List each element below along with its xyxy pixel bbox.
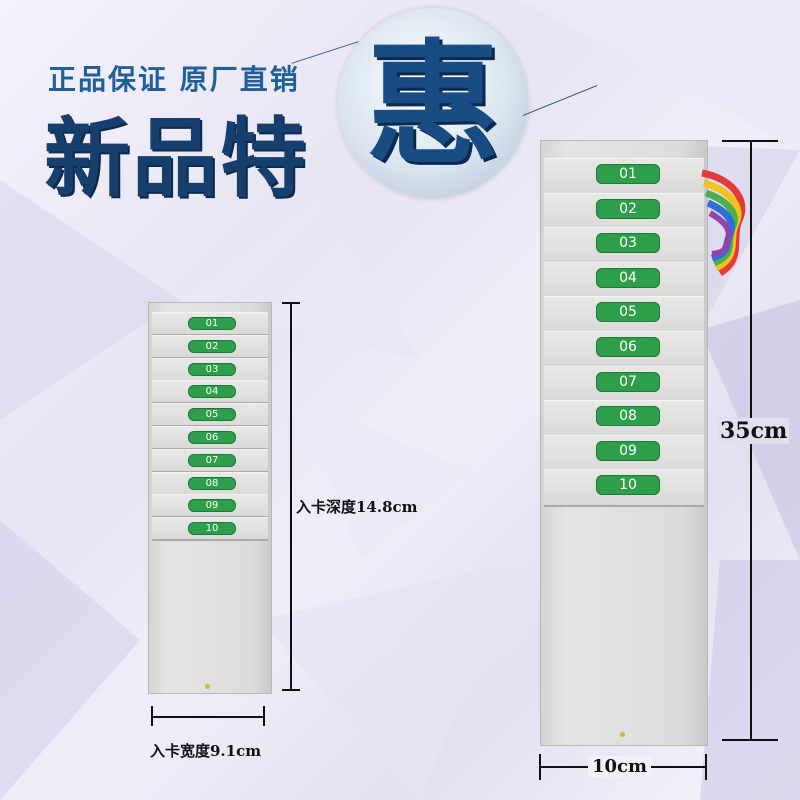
promo-title: 新品特 [44, 109, 308, 209]
slot-number-tag: 02 [188, 339, 236, 353]
slot-number-tag: 09 [596, 440, 660, 461]
slot-number-tag: 03 [188, 362, 236, 376]
card-slot [152, 357, 268, 382]
slot-number-tag: 02 [596, 198, 660, 219]
slot-number-tag: 09 [188, 499, 236, 513]
large-width-cap-left [539, 754, 541, 780]
ribbons-decoration [701, 169, 746, 276]
large-card-rack: 01 02 03 04 05 06 07 08 09 10 [540, 140, 710, 746]
slot-number-tag: 08 [596, 406, 660, 427]
slot-number-tag: 03 [596, 233, 660, 254]
slot-number-tag: 07 [596, 371, 660, 392]
slot-number-tag: 10 [188, 522, 236, 536]
mounting-hole [620, 732, 625, 737]
slot-number-tag: 08 [188, 476, 236, 490]
small-depth-label: 入卡深度14.8cm [296, 498, 418, 516]
promo-badge-char: 惠 [365, 27, 500, 183]
small-depth-cap-bottom [282, 689, 300, 691]
small-depth-cap-top [282, 302, 300, 304]
large-height-label: 35cm [718, 418, 790, 444]
slot-number-tag: 04 [596, 267, 660, 288]
slot-number-tag: 05 [188, 408, 236, 422]
slot-number-tag: 10 [596, 475, 660, 496]
slot-number-tag: 04 [188, 385, 236, 399]
promo-tagline: 正品保证 原厂直销 [48, 63, 300, 96]
small-width-label: 入卡宽度9.1cm [150, 742, 262, 760]
slot-number-tag: 06 [596, 337, 660, 357]
mounting-hole [205, 684, 210, 689]
slot-number-tag: 01 [188, 317, 236, 330]
small-card-rack: 01 02 03 04 05 06 07 08 09 10 [148, 302, 272, 694]
large-width-cap-right [705, 754, 707, 780]
slot-number-tag: 06 [188, 431, 236, 444]
small-depth-dimension-line [290, 302, 292, 690]
large-height-cap-bottom [722, 739, 778, 741]
large-height-cap-top [722, 140, 778, 142]
slot-number-tag: 05 [596, 302, 660, 323]
small-width-cap-left [151, 706, 153, 726]
small-width-dimension-line [152, 716, 264, 718]
small-width-cap-right [263, 706, 265, 726]
promo-badge: 惠 [338, 8, 528, 198]
slot-number-tag: 01 [596, 164, 660, 184]
large-width-label: 10cm [588, 756, 652, 777]
card-slot [152, 471, 268, 496]
slot-number-tag: 07 [188, 453, 236, 467]
